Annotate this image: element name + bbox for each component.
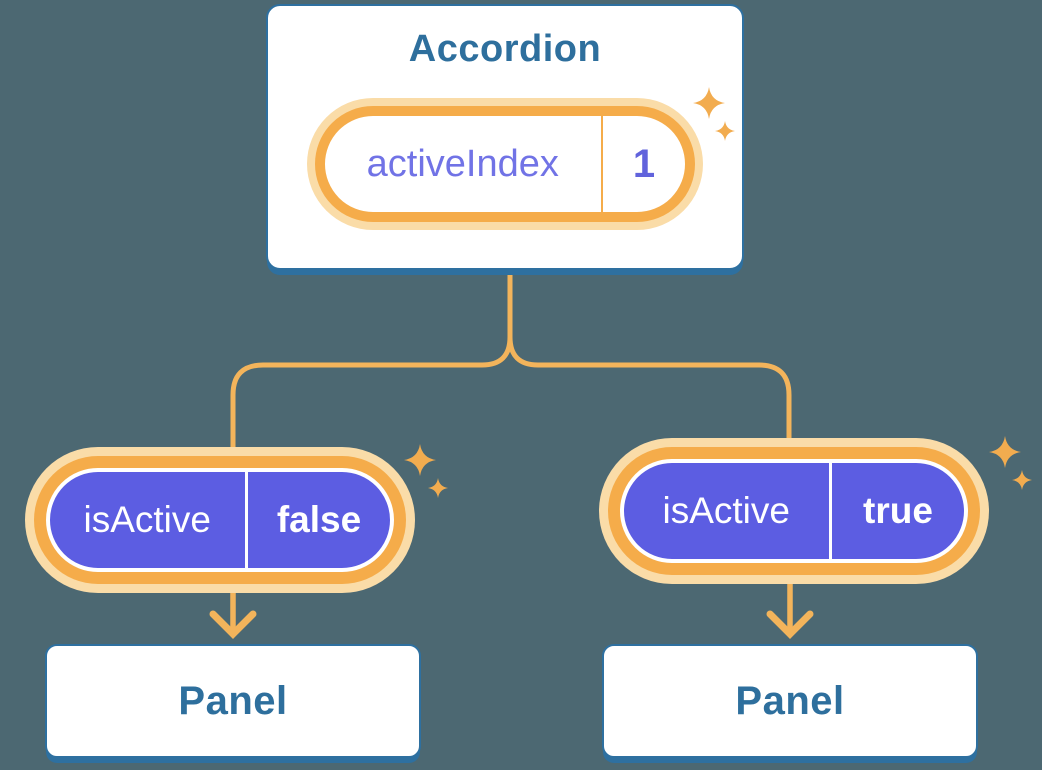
- arrow-down-icon: [766, 610, 814, 639]
- prop-pill-value: false: [276, 499, 362, 540]
- prop-pill-name: isActive: [662, 490, 790, 531]
- prop-pill-divider: [244, 472, 248, 568]
- state-pill-name: activeIndex: [366, 142, 559, 185]
- panel-title: Panel: [735, 678, 845, 723]
- sparkle-icon: [404, 444, 436, 476]
- branch-line-right: [507, 268, 792, 500]
- sparkle-icon: [1012, 470, 1032, 490]
- state-pill-value: 1: [632, 141, 656, 186]
- panel-card-right: Panel: [602, 644, 978, 758]
- state-pill: activeIndex 1: [315, 106, 695, 222]
- prop-pill-isactive-true: isActive true: [620, 459, 968, 563]
- sparkle-icon: [693, 87, 725, 119]
- accordion-title: Accordion: [408, 28, 602, 70]
- prop-pill-name: isActive: [83, 499, 211, 540]
- arrow-down-icon: [209, 610, 257, 639]
- sparkle-icon: [428, 478, 448, 498]
- prop-pill-value: true: [863, 490, 933, 531]
- prop-pill-isactive-false: isActive false: [46, 468, 394, 572]
- state-pill-divider: [600, 116, 603, 212]
- prop-pill-divider: [828, 463, 832, 559]
- sparkle-icon: [989, 436, 1021, 468]
- accordion-card: Accordion activeIndex 1: [266, 4, 744, 270]
- branch-line-left: [230, 268, 513, 500]
- panel-card-left: Panel: [45, 644, 421, 758]
- sparkle-icon: [715, 121, 735, 141]
- panel-title: Panel: [178, 678, 288, 723]
